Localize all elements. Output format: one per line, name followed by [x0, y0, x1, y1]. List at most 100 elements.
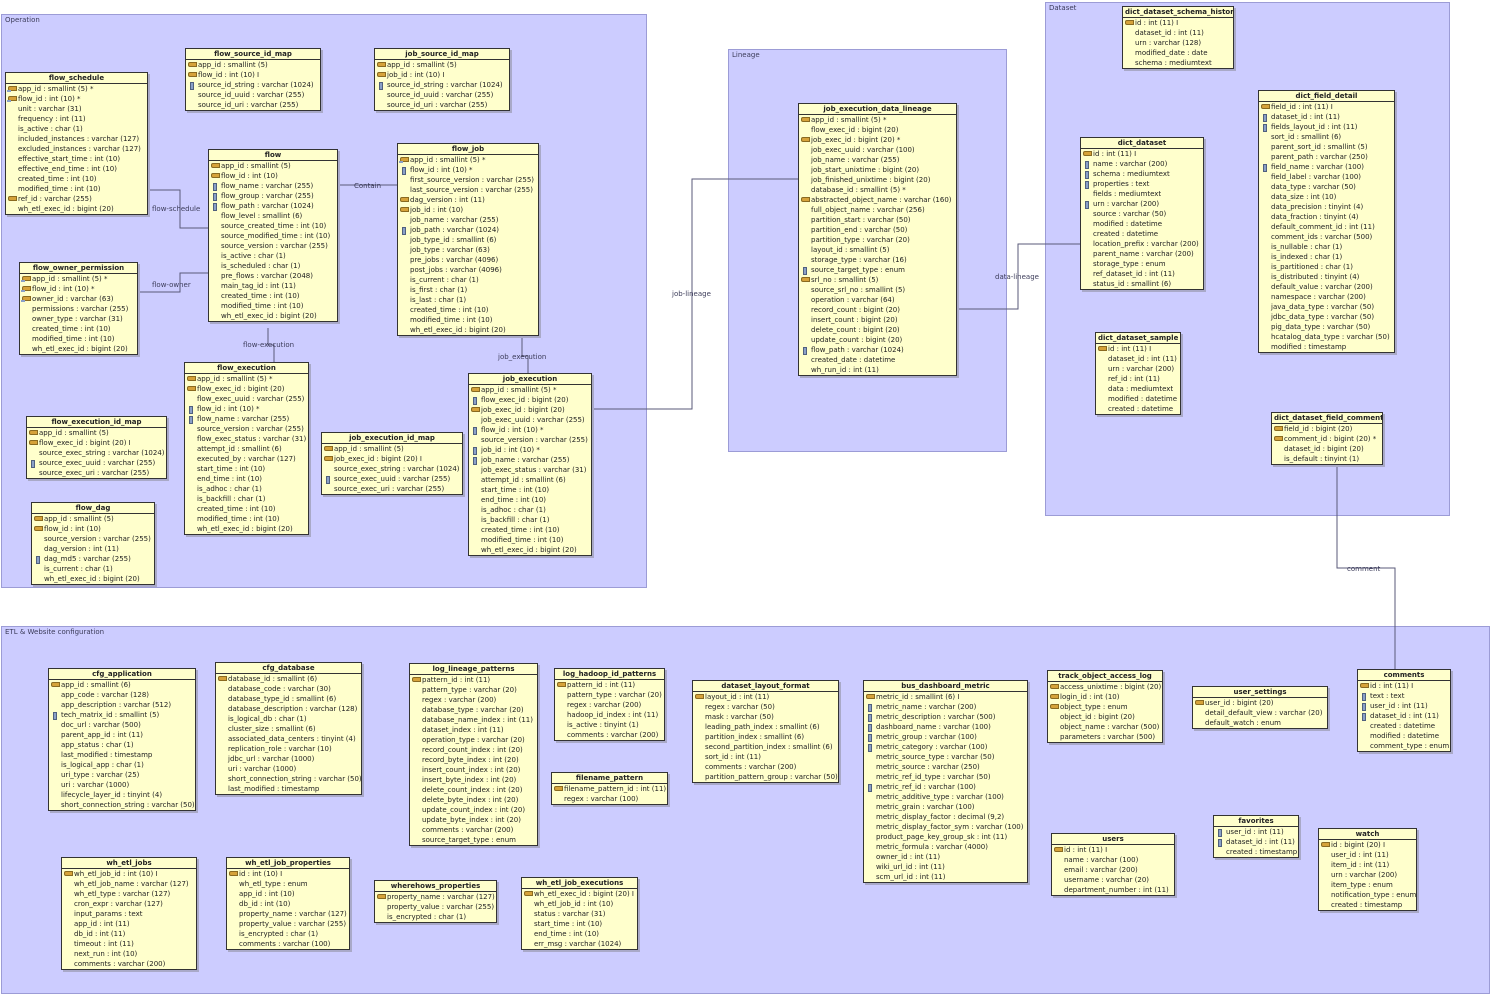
table-column[interactable]: storage_type : enum [1081, 259, 1203, 269]
table-column[interactable]: flow_id : int (10) * [185, 404, 308, 414]
table-column[interactable]: update_byte_index : int (20) [410, 815, 537, 825]
table-column[interactable]: dataset_index : int (11) [410, 725, 537, 735]
table-column[interactable]: field_id : bigint (20) [1272, 424, 1382, 434]
table-column[interactable]: flow_exec_id : bigint (20) [185, 384, 308, 394]
table-column[interactable]: metric_category : varchar (100) [864, 742, 1027, 752]
table-column[interactable]: flow_id : int (10) * [469, 425, 591, 435]
table-column[interactable]: username : varchar (20) [1052, 875, 1174, 885]
table-column[interactable]: parent_app_id : int (11) [49, 730, 195, 740]
table-title[interactable]: dict_field_detail [1259, 91, 1394, 102]
table-column[interactable]: end_time : int (10) [522, 929, 637, 939]
table-column[interactable]: start_time : int (10) [522, 919, 637, 929]
table-column[interactable]: detail_default_view : varchar (20) [1193, 708, 1327, 718]
table-column[interactable]: app_id : smallint (5) [186, 60, 320, 70]
table-column[interactable]: source_exec_uri : varchar (255) [322, 484, 462, 494]
table-column[interactable]: is_last : char (1) [398, 295, 538, 305]
table-column[interactable]: flow_id : int (10) * [20, 284, 137, 294]
table-column[interactable]: pattern_type : varchar (20) [410, 685, 537, 695]
table-column[interactable]: is_default : tinyint (1) [1272, 454, 1382, 464]
table-column[interactable]: is_current : char (1) [32, 564, 154, 574]
table-title[interactable]: cfg_application [49, 669, 195, 680]
table-column[interactable]: flow_exec_id : bigint (20) [799, 125, 956, 135]
table-column[interactable]: status_id : smallint (6) [1081, 279, 1203, 289]
table-column[interactable]: is_backfill : char (1) [185, 494, 308, 504]
table-column[interactable]: pattern_id : int (11) [555, 680, 664, 690]
table-column[interactable]: source : varchar (50) [1081, 209, 1203, 219]
table-column[interactable]: flow_id : int (10) [209, 171, 337, 181]
table-column[interactable]: metric_source_type : varchar (50) [864, 752, 1027, 762]
table-title[interactable]: watch [1319, 829, 1416, 840]
table-column[interactable]: modified : timestamp [1259, 342, 1394, 352]
table-column[interactable]: insert_count_index : int (20) [410, 765, 537, 775]
table-title[interactable]: job_execution_data_lineage [799, 104, 956, 115]
table-column[interactable]: regex : varchar (200) [410, 695, 537, 705]
table-column[interactable]: dag_version : int (11) [398, 195, 538, 205]
table-column[interactable]: location_prefix : varchar (200) [1081, 239, 1203, 249]
table-column[interactable]: effective_end_time : int (10) [6, 164, 147, 174]
table-column[interactable]: default_value : varchar (200) [1259, 282, 1394, 292]
table-column[interactable]: uri : varchar (1000) [216, 764, 361, 774]
table-column[interactable]: item_id : int (11) [1319, 860, 1416, 870]
table-column[interactable]: is_indexed : char (1) [1259, 252, 1394, 262]
table-title[interactable]: flow_schedule [6, 73, 147, 84]
table-column[interactable]: dataset_id : int (11) [1358, 711, 1450, 721]
table-column[interactable]: app_id : smallint (5) * [799, 115, 956, 125]
table-column[interactable]: short_connection_string : varchar (50) [216, 774, 361, 784]
table-column[interactable]: comment_type : enum [1358, 741, 1450, 751]
table-column[interactable]: excluded_instances : varchar (127) [6, 144, 147, 154]
table-column[interactable]: notification_type : enum [1319, 890, 1416, 900]
table-column[interactable]: attempt_id : smallint (6) [469, 475, 591, 485]
table-column[interactable]: source_version : varchar (255) [209, 241, 337, 251]
table-column[interactable]: product_page_key_group_sk : int (11) [864, 832, 1027, 842]
table-column[interactable]: hadoop_id_index : int (11) [555, 710, 664, 720]
table-column[interactable]: created_time : int (10) [6, 174, 147, 184]
table-column[interactable]: ref_dataset_id : int (11) [1081, 269, 1203, 279]
table-column[interactable]: user_id : bigint (20) [1193, 698, 1327, 708]
table-column[interactable]: executed_by : varchar (127) [185, 454, 308, 464]
table-column[interactable]: job_name : varchar (255) [469, 455, 591, 465]
table-column[interactable]: scm_url_id : int (11) [864, 872, 1027, 882]
table-column[interactable]: created : timestamp [1214, 847, 1298, 857]
table-column[interactable]: schema : mediumtext [1123, 58, 1233, 68]
table-column[interactable]: timeout : int (11) [62, 939, 196, 949]
table-column[interactable]: sort_id : int (11) [693, 752, 838, 762]
table-column[interactable]: data_size : int (10) [1259, 192, 1394, 202]
table-column[interactable]: dag_version : int (11) [32, 544, 154, 554]
table-column[interactable]: comment_ids : varchar (500) [1259, 232, 1394, 242]
table-column[interactable]: flow_id : int (10) I [186, 70, 320, 80]
table-title[interactable]: dict_dataset [1081, 138, 1203, 149]
table-column[interactable]: job_finished_unixtime : bigint (20) [799, 175, 956, 185]
table-column[interactable]: flow_exec_uuid : varchar (255) [185, 394, 308, 404]
table-column[interactable]: app_description : varchar (512) [49, 700, 195, 710]
table-column[interactable]: property_value : varchar (255) [375, 902, 496, 912]
table-column[interactable]: partition_pattern_group : varchar (50) [693, 772, 838, 782]
table-column[interactable]: is_scheduled : char (1) [209, 261, 337, 271]
table-column[interactable]: fields : mediumtext [1081, 189, 1203, 199]
table-column[interactable]: is_encrypted : char (1) [227, 929, 349, 939]
table-column[interactable]: source_srl_no : smallint (5) [799, 285, 956, 295]
table-column[interactable]: flow_path : varchar (1024) [209, 201, 337, 211]
table-title[interactable]: dataset_layout_format [693, 681, 838, 692]
table-column[interactable]: wh_etl_exec_id : bigint (20) [20, 344, 137, 354]
table-column[interactable]: app_id : smallint (5) * [469, 385, 591, 395]
table-column[interactable]: metric_id : smallint (6) I [864, 692, 1027, 702]
table-title[interactable]: dict_dataset_sample [1096, 334, 1180, 344]
table-title[interactable]: user_settings [1193, 687, 1327, 698]
table-title[interactable]: track_object_access_log [1048, 671, 1162, 682]
table-title[interactable]: job_execution_id_map [322, 433, 462, 444]
table-column[interactable]: item_type : enum [1319, 880, 1416, 890]
table-column[interactable]: wh_etl_exec_id : bigint (20) [185, 524, 308, 534]
table-column[interactable]: lifecycle_layer_id : tinyint (4) [49, 790, 195, 800]
table-column[interactable]: wh_etl_exec_id : bigint (20) I [522, 889, 637, 899]
table-column[interactable]: app_id : smallint (5) [209, 161, 337, 171]
table-column[interactable]: is_active : char (1) [209, 251, 337, 261]
